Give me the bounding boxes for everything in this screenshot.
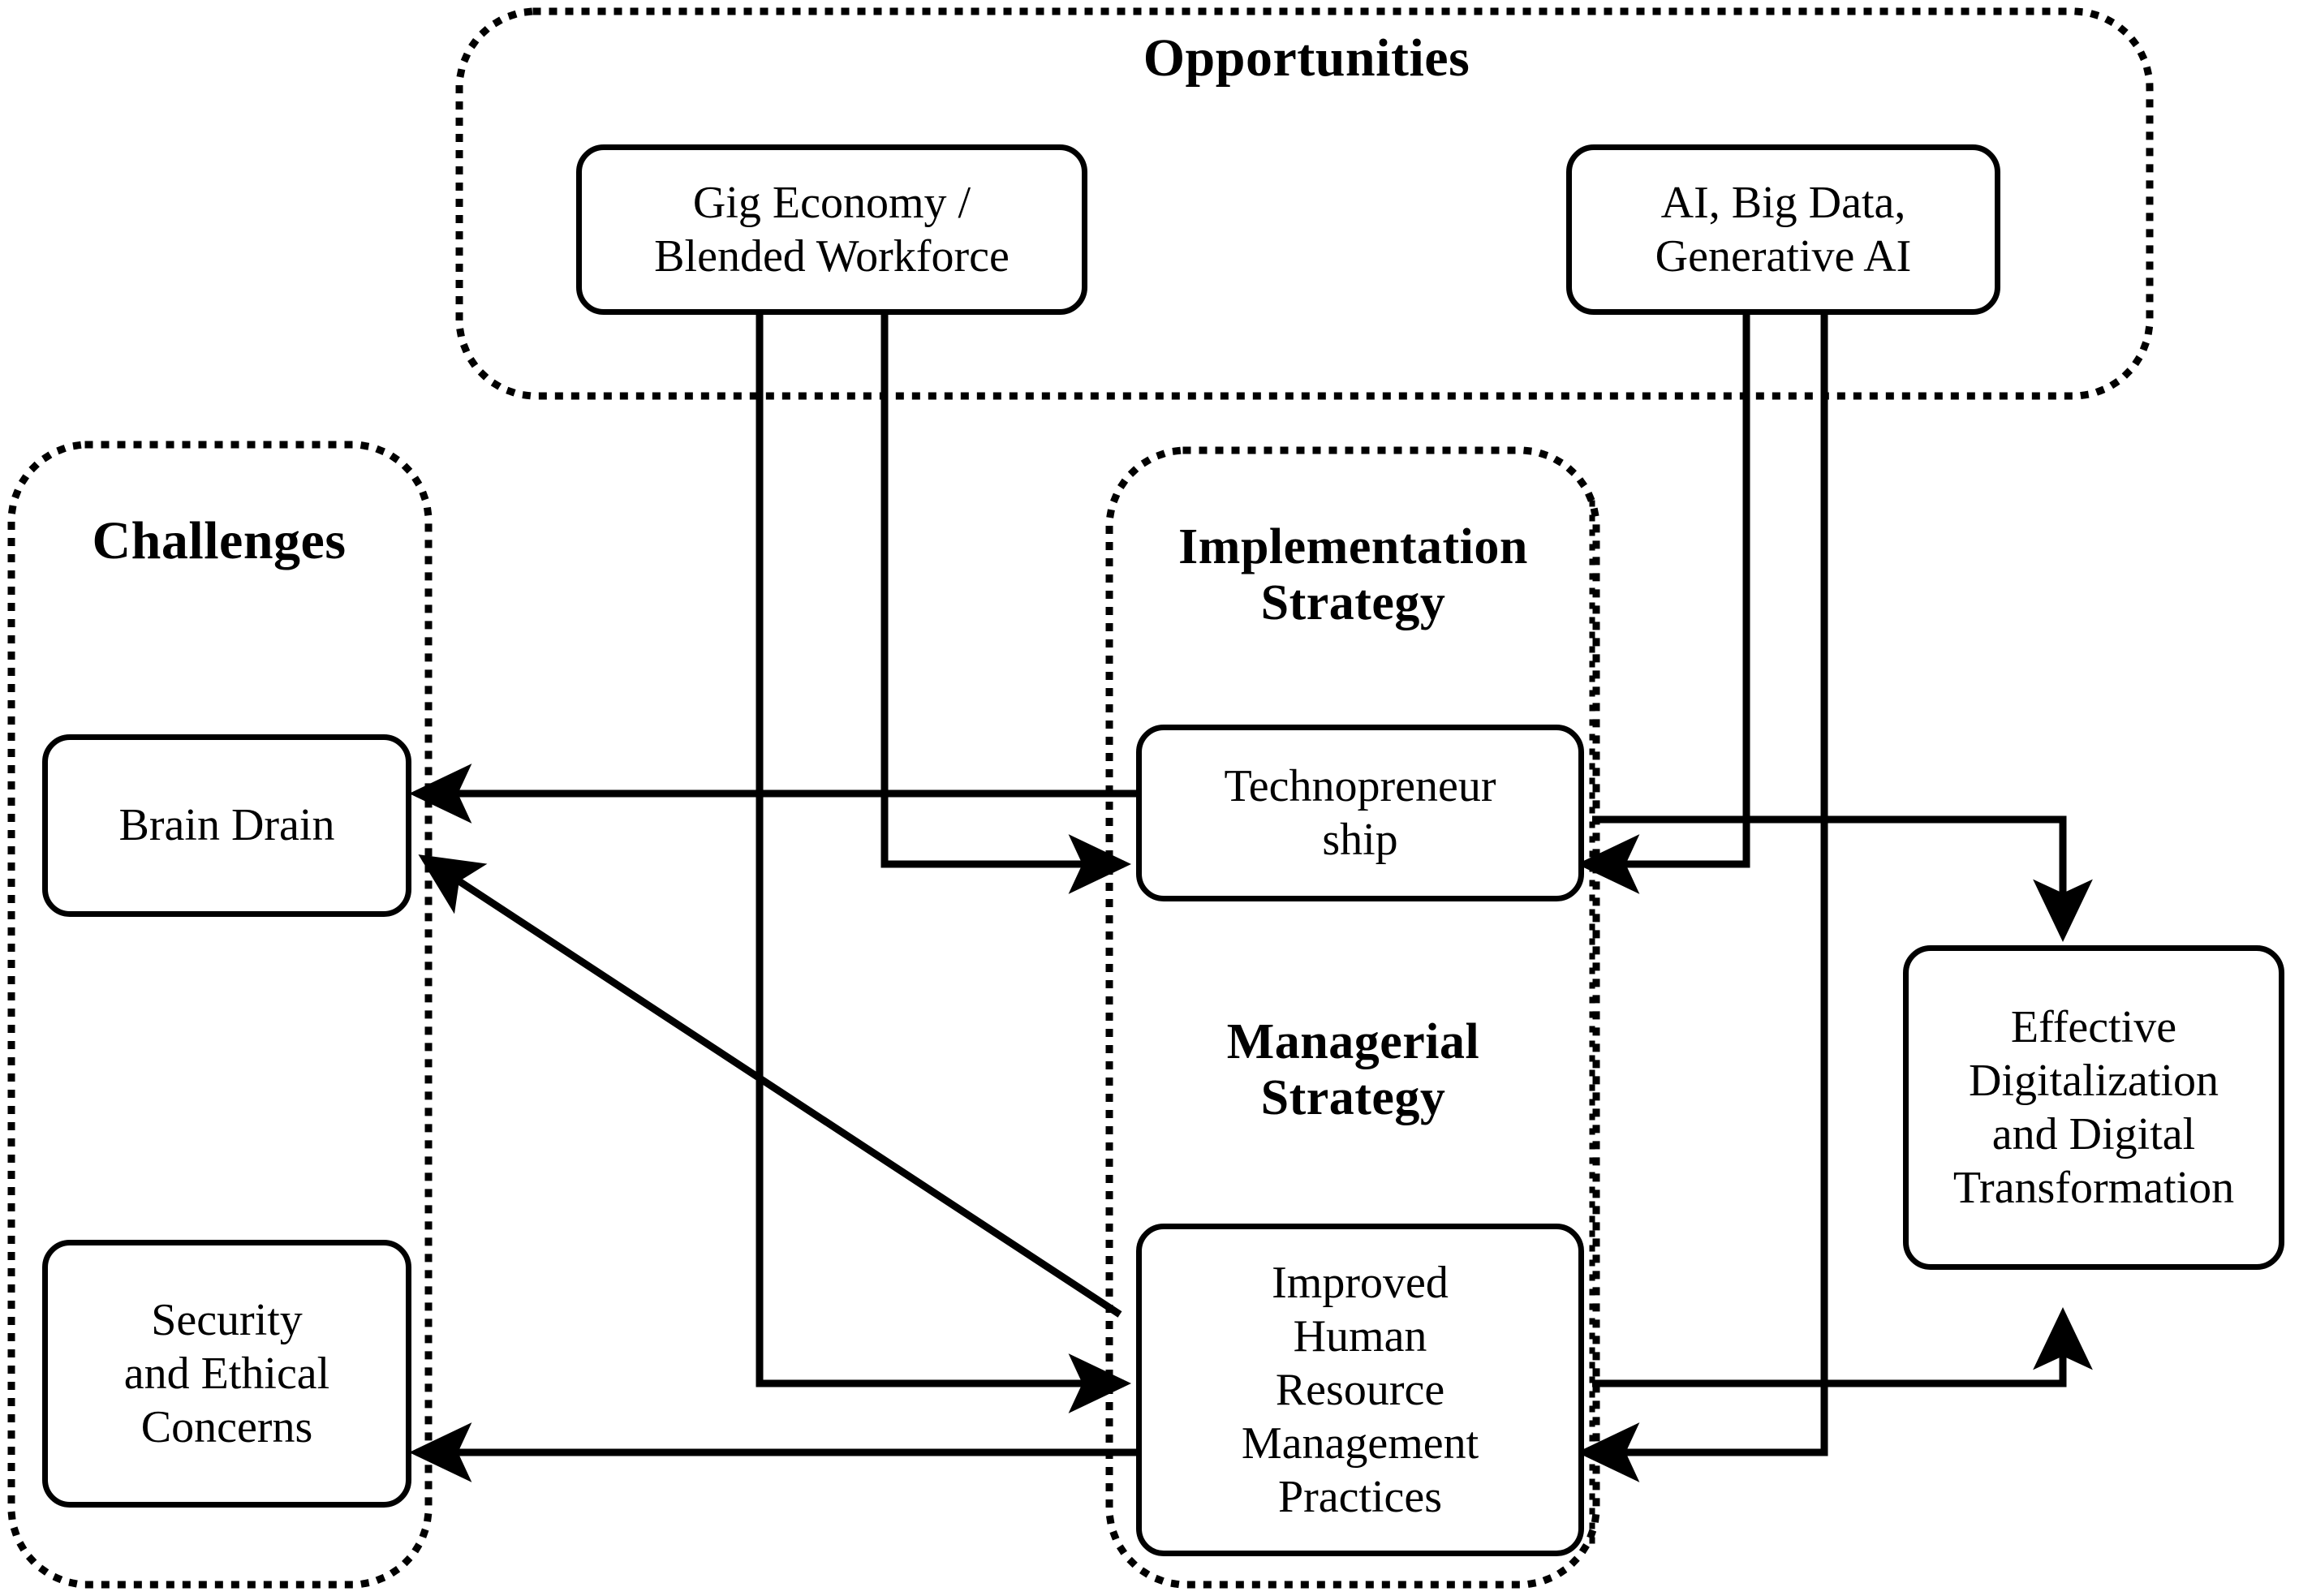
node-improved-hrm-practices[interactable]: Improved Human Resource Management Pract… [1136, 1224, 1584, 1556]
node-effective-digitalization-label: Effective Digitalization and Digital Tra… [1952, 1001, 2235, 1214]
edge-gig-to-technopreneurship [880, 315, 1132, 894]
node-technopreneurship[interactable]: Technopreneur ship [1136, 725, 1584, 901]
node-security-ethical-concerns-label: Security and Ethical Concerns [123, 1294, 330, 1453]
node-gig-economy-label: Gig Economy / Blended Workforce [654, 177, 1010, 282]
node-improved-hrm-practices-label: Improved Human Resource Management Pract… [1241, 1257, 1479, 1523]
node-technopreneurship-label: Technopreneur ship [1224, 760, 1496, 865]
group-border-implementation [1105, 446, 1600, 1589]
node-brain-drain[interactable]: Brain Drain [42, 734, 411, 917]
group-title-opportunities: Opportunities [1143, 28, 1470, 88]
group-title-challenges: Challenges [92, 511, 347, 570]
edge-hrm-to-digitalization [1592, 1306, 2093, 1387]
edge-ai-to-hrm [1576, 315, 1828, 1482]
node-effective-digitalization[interactable]: Effective Digitalization and Digital Tra… [1903, 945, 2284, 1270]
group-title-implementation: Implementation Strategy [1178, 519, 1528, 631]
node-security-ethical-concerns[interactable]: Security and Ethical Concerns [42, 1240, 411, 1508]
node-brain-drain-label: Brain Drain [118, 800, 335, 851]
group-border-opportunities [455, 7, 2154, 400]
node-ai-big-data[interactable]: AI, Big Data, Generative AI [1566, 144, 2000, 315]
edge-technopreneurship-to-digitalization [1592, 815, 2093, 943]
edge-gig-to-hrm [756, 315, 1132, 1413]
group-title-managerial: Managerial Strategy [1226, 1014, 1480, 1126]
edge-ai-to-technopreneurship [1576, 315, 1750, 894]
group-border-challenges [7, 441, 433, 1589]
edge-hrm-to-brain-drain [418, 854, 1122, 1318]
node-ai-big-data-label: AI, Big Data, Generative AI [1655, 177, 1912, 282]
node-gig-economy[interactable]: Gig Economy / Blended Workforce [576, 144, 1087, 315]
